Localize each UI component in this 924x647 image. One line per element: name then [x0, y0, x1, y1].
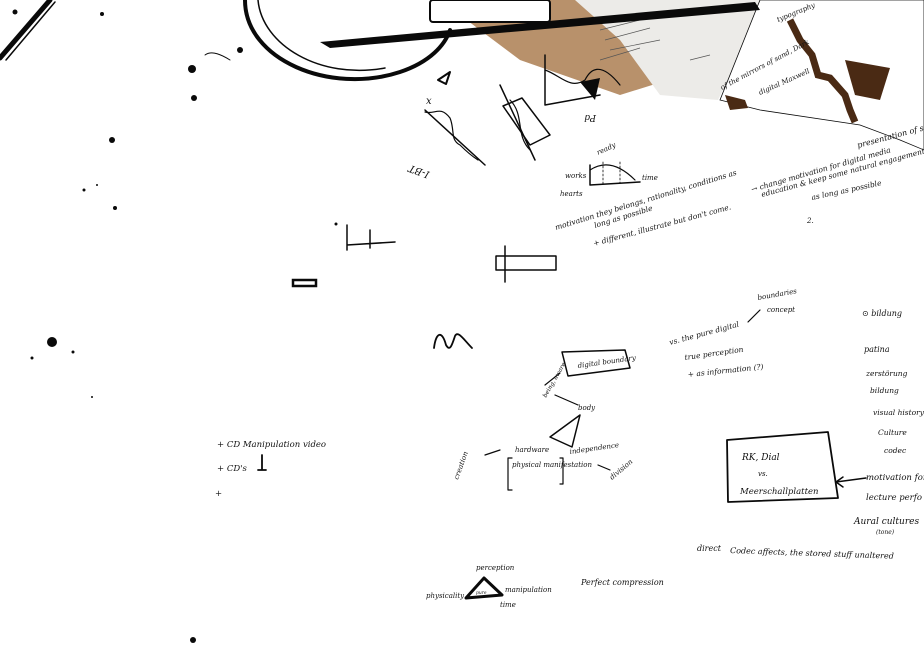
perception-side2: concept	[767, 306, 795, 314]
right-list-item-0: ⊙ bildung	[862, 309, 902, 318]
rust-stain-path	[786, 18, 859, 124]
right-list-item-1: patina	[864, 345, 890, 354]
framed-box: RK, Dial vs. Meerschallplatten	[726, 431, 839, 503]
right-notes-line3: Aural cultures	[853, 517, 919, 527]
diagram-left: hardware	[515, 446, 549, 454]
triangle-top: perception	[476, 564, 515, 572]
triangle-bottom: time	[500, 601, 516, 609]
right-notes-line1: motivation for	[866, 473, 924, 483]
wave-glyph	[433, 333, 473, 349]
ruler-edge-inner	[5, 1, 56, 61]
left-list: + CD Manipulation video + CD's +	[215, 440, 326, 499]
diagram-bracket: physical manifestation	[512, 461, 592, 469]
ink-smudge	[204, 52, 231, 61]
triangle-center: pure	[476, 591, 487, 596]
left-list-item1: + CD Manipulation video	[217, 440, 326, 450]
curve-fragment: Pd	[544, 54, 621, 122]
right-notes: motivation for lecture perfo Aural cultu…	[853, 473, 924, 536]
curve-right-label: time	[642, 174, 658, 182]
right-list: ⊙ bildung patina zerstörung bildung visu…	[862, 309, 924, 455]
curve-bottom-label: hearts	[560, 190, 583, 198]
tilted-box-sketch	[499, 84, 551, 161]
right-list-item-4: visual history	[873, 408, 924, 417]
triangle-left: physicality	[426, 592, 465, 600]
ruler-edge	[0, 0, 53, 61]
right-list-item-5: Culture	[878, 428, 907, 437]
right-list-item-3: bildung	[870, 386, 899, 395]
box-line2: vs.	[758, 470, 768, 478]
circle-lens-inner	[257, 0, 386, 72]
right-list-item-2: zerstörung	[865, 369, 908, 378]
bottom-mid-note: Perfect compression	[580, 578, 664, 587]
left-list-item2: + CD's	[217, 464, 247, 474]
small-triangle-icon	[437, 71, 451, 85]
stylus-bar	[320, 2, 760, 48]
sheet-corner-card	[429, 0, 551, 23]
small-rect-mark	[291, 278, 318, 288]
left-list-item3: +	[215, 489, 222, 499]
curve-left-label: works	[565, 172, 587, 180]
triangle-diagram: pure perception physicality manipulation…	[426, 564, 552, 609]
page-number: 2.	[806, 217, 814, 225]
perception-arrow	[747, 309, 761, 323]
rust-stain-block	[845, 60, 890, 100]
grey-sheet-scribbles	[599, 19, 711, 61]
overlapping-papers: typography of the mirrors of sand, Dark …	[429, 0, 924, 151]
diagram-node: body	[578, 404, 596, 412]
triangle-right: manipulation	[505, 586, 552, 594]
right-notes-line4: (tone)	[876, 529, 895, 536]
right-list-item-6: codec	[884, 446, 907, 455]
axes-sketch	[334, 222, 396, 251]
circle-lens	[243, 0, 452, 82]
bottom-line-lead: direct	[697, 544, 722, 553]
box-line1: RK, Dial	[741, 453, 780, 463]
box-arrow	[835, 476, 867, 488]
curve-fragment-label: Pd	[584, 112, 597, 122]
ibt-x-mark: x	[426, 96, 432, 107]
rust-stain-left	[725, 95, 748, 110]
up-arrow-icon	[257, 454, 267, 471]
box-line3: Meerschallplatten	[739, 487, 819, 497]
ink-dots	[12, 9, 243, 643]
right-notes-line2: lecture perfo	[866, 493, 922, 503]
bar-sketch	[495, 245, 557, 283]
